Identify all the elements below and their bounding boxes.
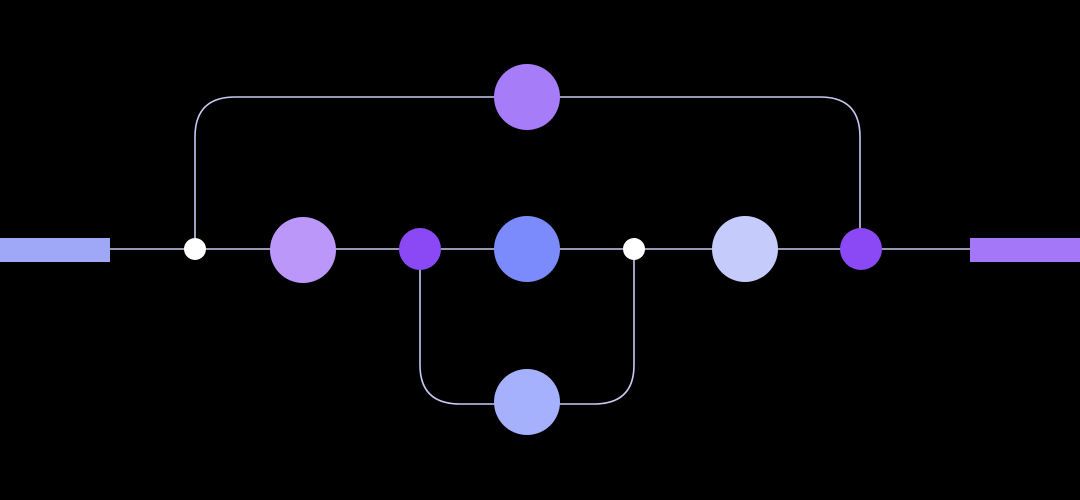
node-purple-right <box>840 228 882 270</box>
node-purple-left <box>399 228 441 270</box>
node-blue <box>494 216 560 282</box>
junction-left <box>184 238 206 260</box>
node-lavender <box>270 217 336 283</box>
junction-mid <box>623 238 645 260</box>
node-top <box>494 64 560 130</box>
end-terminal <box>970 238 1080 262</box>
start-terminal <box>0 238 110 262</box>
node-pale <box>712 216 778 282</box>
node-bottom <box>494 369 560 435</box>
